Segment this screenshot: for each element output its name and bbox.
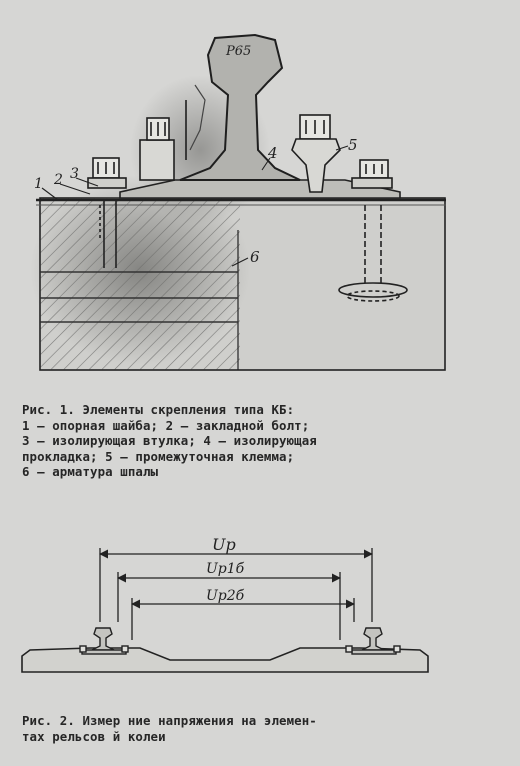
figure1-caption: Рис. 1. Элементы скрепления типа КБ: 1 —… xyxy=(22,402,450,480)
dim-line-up xyxy=(99,548,373,622)
figure1-caption-line: 3 — изолирующая втулка; 4 — изолирующая xyxy=(22,433,317,449)
right-outer-nut xyxy=(351,159,393,189)
left-outer-nut xyxy=(87,157,127,189)
rail-p65: Р65 xyxy=(179,33,301,181)
figure1-fastening-diagram: Р65 1 2 3 4 xyxy=(30,33,446,371)
dim-line-up2b xyxy=(131,598,355,640)
label-up1b: Uр1б xyxy=(206,561,245,577)
left-clamp-assembly xyxy=(139,100,187,181)
figure1-caption-line: 1 — опорная шайба; 2 — закладной болт; xyxy=(22,417,310,433)
left-embedded-bolt xyxy=(99,200,117,268)
sleeper-profile xyxy=(21,647,429,673)
right-rail xyxy=(345,627,401,655)
callout-3: 3 xyxy=(70,166,79,182)
callout-2: 2 xyxy=(53,172,63,188)
rail-base-plate xyxy=(119,179,401,199)
right-embedded-bolt xyxy=(338,205,408,302)
figure2-caption-line: тах рельсов й колеи xyxy=(22,728,166,744)
callout-5: 5 xyxy=(348,136,358,154)
callout-leaders xyxy=(41,145,349,267)
callout-6: 6 xyxy=(250,248,260,266)
figure2-caption-line: Рис. 2. Измер ние напряжения на элемен- xyxy=(22,713,317,728)
figure1-caption-line: Рис. 1. Элементы скрепления типа КБ: xyxy=(22,402,295,417)
rail-type-label: Р65 xyxy=(225,44,251,59)
label-up: Uр xyxy=(212,535,236,554)
label-up2b: Uр2б xyxy=(206,588,245,604)
dim-line-up1b xyxy=(117,572,341,640)
right-clamp-assembly xyxy=(291,114,341,193)
left-rail xyxy=(79,627,129,655)
figure1-caption-line: прокладка; 5 — промежуточная клемма; xyxy=(22,448,295,464)
figure2-caption: Рис. 2. Измер ние напряжения на элемен- … xyxy=(22,713,450,744)
callout-1: 1 xyxy=(34,176,43,192)
sleeper-rebar xyxy=(40,271,238,323)
figure1-caption-line: 6 — арматура шпалы xyxy=(22,464,159,480)
callout-4: 4 xyxy=(267,144,278,162)
